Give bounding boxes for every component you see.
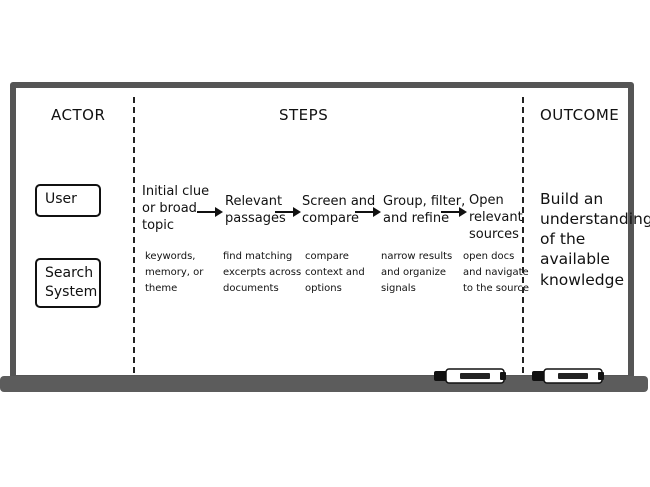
step-2-note-line3: documents [223, 283, 279, 294]
step-3-note: compare context and options [305, 249, 365, 297]
step-3-note-line1: compare [305, 251, 349, 262]
step-3-title-line1: Screen and [302, 194, 376, 209]
actor-search-system: Search System [35, 258, 101, 308]
step-4-note: narrow results and organize signals [381, 249, 452, 297]
step-2-note-line1: find matching [223, 251, 293, 262]
step-5-note-line3: to the source [463, 283, 530, 294]
step-4-note-line2: and organize [381, 267, 447, 278]
whiteboard-marker-icon [434, 368, 506, 384]
outcome-header: OUTCOME [540, 106, 620, 124]
step-1-title: Initial clue or broad topic [142, 184, 209, 235]
step-1-title-line1: Initial clue [142, 184, 210, 199]
right-arrow-icon [355, 207, 381, 217]
step-1-note-line3: theme [145, 283, 178, 294]
step-2-note: find matching excerpts across documents [223, 249, 301, 297]
outcome-line5: knowledge [540, 270, 625, 289]
step-1-title-line3: topic [142, 217, 175, 233]
step-4-title-line1: Group, filter, [383, 194, 466, 209]
actor-search-system-label-line2: System [45, 283, 98, 300]
step-2-title-line1: Relevant [225, 194, 283, 209]
step-5-title-line1: Open [469, 193, 504, 208]
actor-header: ACTOR [51, 106, 106, 124]
whiteboard-frame [10, 82, 634, 381]
step-5-title-line2: relevant [469, 209, 523, 225]
step-3-title: Screen and compare [302, 194, 375, 228]
step-4-title-line2: and refine [383, 210, 450, 226]
right-arrow-icon [197, 207, 223, 217]
step-4-note-line3: signals [381, 283, 416, 294]
right-arrow-icon [441, 207, 467, 217]
right-arrow-icon [275, 207, 301, 217]
actor-search-system-label-line1: Search [45, 265, 94, 281]
outcome-line2: understanding [540, 210, 650, 229]
step-3-note-line2: context and [305, 267, 365, 278]
outcome-line3: of the [540, 230, 586, 249]
actor-user-label: User [45, 191, 77, 207]
outcome-line1: Build an [540, 190, 604, 208]
step-5-note-line1: open docs [463, 251, 515, 262]
actor-user: User [35, 184, 101, 217]
step-5-note: open docs and navigate to the source [463, 249, 529, 297]
step-1-note-line1: keywords, [145, 251, 196, 262]
step-5-title: Open relevant sources [469, 193, 523, 244]
step-5-note-line2: and navigate [463, 267, 529, 278]
actor-steps-divider [133, 97, 135, 373]
whiteboard-marker-icon [532, 368, 604, 384]
steps-header: STEPS [279, 106, 329, 124]
step-3-title-line2: compare [302, 210, 360, 226]
step-2-title: Relevant passages [225, 194, 286, 228]
step-1-note: keywords, memory, or theme [145, 249, 203, 297]
step-3-note-line3: options [305, 283, 342, 294]
steps-outcome-divider [522, 97, 524, 373]
outcome-line4: available [540, 250, 610, 269]
step-2-note-line2: excerpts across [223, 267, 302, 278]
step-4-note-line1: narrow results [381, 251, 453, 262]
outcome-text: Build an understanding of the available … [540, 189, 650, 290]
step-1-title-line2: or broad [142, 200, 197, 216]
step-1-note-line2: memory, or [145, 267, 204, 278]
step-5-title-line3: sources [469, 226, 519, 242]
step-2-title-line2: passages [225, 210, 286, 226]
step-4-title: Group, filter, and refine [383, 194, 465, 228]
